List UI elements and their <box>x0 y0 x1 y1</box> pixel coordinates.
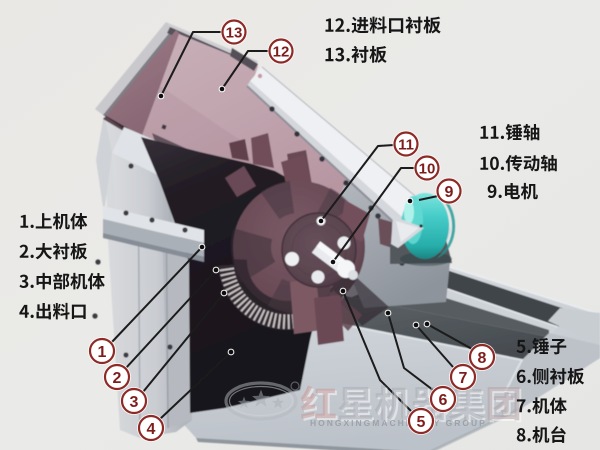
svg-text:13: 13 <box>226 24 243 41</box>
svg-text:10: 10 <box>419 160 436 177</box>
svg-text:8: 8 <box>478 350 487 367</box>
svg-text:4: 4 <box>147 421 156 438</box>
svg-text:HONGXINGMACHINERY GROUP: HONGXINGMACHINERY GROUP <box>310 418 487 428</box>
svg-text:1: 1 <box>98 344 107 361</box>
svg-text:9: 9 <box>445 184 454 201</box>
svg-text:7: 7 <box>459 370 468 387</box>
svg-text:2: 2 <box>113 370 122 387</box>
svg-text:3: 3 <box>130 394 139 411</box>
svg-text:11: 11 <box>398 136 414 153</box>
svg-text:6: 6 <box>439 392 448 409</box>
svg-text:5: 5 <box>417 414 426 431</box>
svg-text:12: 12 <box>273 43 290 60</box>
